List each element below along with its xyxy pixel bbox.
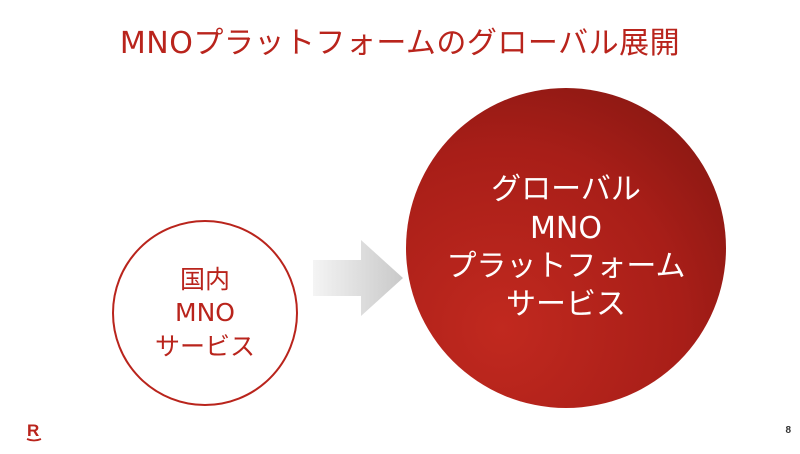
global-line-3: プラットフォーム bbox=[446, 249, 686, 284]
logo-letter: R bbox=[27, 421, 39, 440]
domestic-line-1: 国内 bbox=[179, 265, 230, 295]
slide-title: MNOプラットフォームのグローバル展開 bbox=[119, 26, 681, 61]
global-mno-circle: グローバル MNO プラットフォーム サービス bbox=[406, 88, 726, 408]
global-line-4: サービス bbox=[506, 287, 626, 323]
domestic-line-2: MNO bbox=[175, 298, 235, 328]
domestic-mno-circle: 国内 MNO サービス bbox=[112, 220, 298, 406]
rakuten-logo-icon: R bbox=[26, 421, 42, 442]
global-line-2: MNO bbox=[530, 210, 602, 246]
domestic-line-3: サービス bbox=[154, 331, 255, 361]
page-number: 8 bbox=[785, 425, 791, 436]
arrow-right-icon bbox=[313, 240, 403, 316]
global-line-1: グローバル bbox=[491, 172, 641, 208]
